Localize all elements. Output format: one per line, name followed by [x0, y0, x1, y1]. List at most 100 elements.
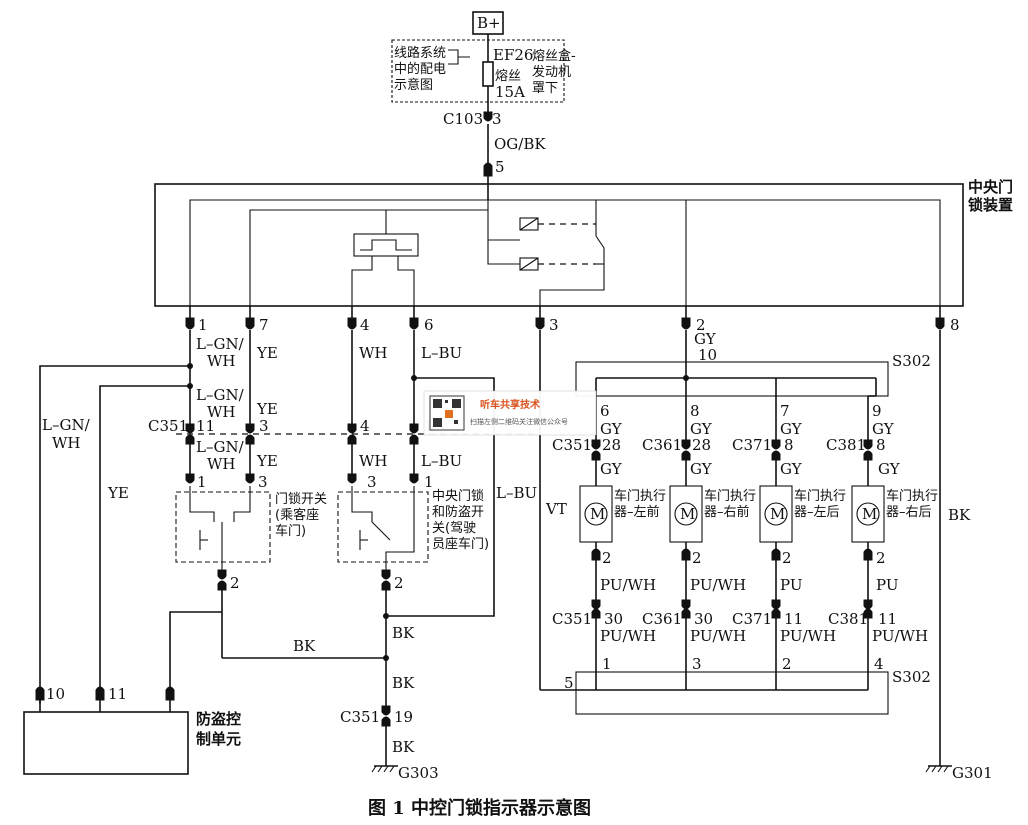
act-lf-conn2: C351 [552, 610, 592, 628]
act-lr-conn2-pin: 11 [784, 610, 803, 628]
act-rr-conn2-pin: 11 [878, 610, 897, 628]
act-rr-bus-pin: 4 [874, 655, 884, 673]
watermark-subtitle: 扫描左侧二维码关注微信公众号 [470, 417, 568, 426]
switch-pass-pin-2: 2 [230, 574, 240, 592]
act-rf-conn: C361 [642, 436, 682, 454]
act-lf-conn-pin: 28 [602, 436, 621, 454]
right-lbu: L–BU [496, 484, 537, 502]
act-lr-label-2: 器–左后 [794, 505, 840, 520]
switch-driver-pin-3: 3 [367, 473, 377, 491]
alarm-pin-11: 11 [108, 685, 127, 703]
act-rr-label-1: 车门执行 [886, 488, 938, 504]
act-lr-label-1: 车门执行 [794, 488, 846, 504]
switch-pass-label-2: (乘客座 [275, 507, 319, 523]
central-lock-module [154, 183, 964, 307]
act-rr-label-2: 器–右后 [886, 505, 932, 520]
ground-bus-wire: BK [293, 637, 316, 655]
fuse-text-2: 15A [495, 83, 525, 101]
watermark-title: 听车共享技术 [480, 398, 540, 411]
wire-low-p6: L–BU [421, 452, 462, 470]
act-lr-out-pin: 2 [782, 549, 792, 567]
fuse-ref-line-3: 示意图 [394, 77, 433, 93]
module-pin-7-label: 7 [259, 316, 269, 334]
actuator-right-rear: 9 GY C381 8 GY M 车门执行 器–右后 2 PU C381 11 … [826, 395, 938, 676]
act-lf-spl-pin: 6 [600, 402, 610, 420]
switch-driver-pin-2: 2 [394, 574, 404, 592]
act-lf-motor: M [590, 505, 605, 523]
act-rf-conn-pin: 28 [692, 436, 711, 454]
act-lr-motor: M [770, 505, 785, 523]
module-pin-4 [347, 317, 357, 330]
c103-label: C103 [443, 110, 483, 128]
module-pin-3 [535, 317, 545, 330]
c351-left-name: C351 [148, 417, 188, 435]
act-rr-conn2: C381 [828, 610, 868, 628]
module-name-2: 锁装置 [968, 196, 1013, 214]
left-branch-wire2: YE [107, 484, 129, 502]
ground-symbol-g303 [371, 765, 398, 773]
act-lf-out-pin: 2 [602, 549, 612, 567]
act-rr-conn-pin: 8 [876, 436, 886, 454]
act-lf-wire2: PU/WH [600, 627, 656, 645]
wire-mid-p1-b: WH [207, 403, 236, 421]
c351-left-pin-3: 3 [259, 417, 269, 435]
module-pin-8 [935, 317, 945, 330]
watermark: 听车共享技术 扫描左侧二维码关注微信公众号 [423, 390, 597, 436]
act-rr-wire: GY [872, 420, 895, 438]
module-name-1: 中央门 [968, 178, 1013, 196]
act-rf-out-wire: PU/WH [690, 576, 746, 594]
wire-top-p7: YE [256, 344, 278, 362]
act-lf-conn2-pin: 30 [604, 610, 623, 628]
main-feed-pin: 5 [495, 158, 505, 176]
act-lr-bus-pin: 2 [782, 655, 792, 673]
wire-top-p4: WH [359, 344, 388, 362]
act-rf-out-pin: 2 [692, 549, 702, 567]
act-lr-wire2: PU/WH [780, 627, 836, 645]
actuator-right-front: 8 GY C361 28 GY M 车门执行 器–右前 2 PU/WH C361… [642, 396, 756, 676]
act-rf-wire2: PU/WH [690, 627, 746, 645]
actuator-left-rear: 7 GY C371 8 GY M 车门执行 器–左后 2 PU C371 11 … [732, 396, 846, 676]
c351-bottom-name: C351 [340, 708, 380, 726]
wire-low-p1-b: WH [207, 455, 236, 473]
right-ground-wire: BK [948, 506, 971, 524]
left-branch-wire1-b: WH [52, 434, 81, 452]
splice-s302-bottom [575, 671, 889, 715]
switch-driver-label-1: 中央门锁 [432, 488, 484, 504]
c351-left-pin-11: 11 [196, 417, 215, 435]
act-lf-conn: C351 [552, 436, 592, 454]
alarm-pin-10: 10 [46, 685, 65, 703]
main-feed-wire: OG/BK [494, 135, 546, 153]
act-lr-wire-b: GY [780, 460, 803, 478]
module-pin-7 [245, 317, 255, 330]
act-rf-bus-pin: 3 [692, 655, 702, 673]
c103-pin: 3 [492, 110, 502, 128]
c351-bottom-wire: BK [392, 738, 415, 756]
module-pin-2-label: 2 [696, 316, 706, 334]
module-pin-4-label: 4 [360, 316, 370, 334]
act-rr-out-pin: 2 [876, 549, 886, 567]
fuse-ef26 [482, 61, 494, 87]
act-lf-out-wire: PU/WH [600, 576, 656, 594]
splice-s302-top [575, 361, 889, 397]
act-lr-conn-pin: 8 [784, 436, 794, 454]
driver-door-lock-switch [337, 491, 429, 563]
act-rr-out-wire: PU [876, 576, 898, 594]
c351-bottom-pin: 19 [394, 708, 413, 726]
act-rf-conn2: C361 [642, 610, 682, 628]
ground-g301: G301 [952, 764, 993, 782]
actuator-left-front: 6 GY C351 28 GY M 车门执行 器–左前 2 PU/WH C351… [552, 396, 666, 676]
alarm-unit-name-1: 防盗控 [196, 710, 241, 728]
act-rf-motor: M [680, 505, 695, 523]
module-indicator-box [353, 233, 419, 257]
fuse-location-1: 熔丝盒- [532, 48, 576, 64]
qr-code-icon [429, 395, 465, 431]
module-pin-2 [681, 317, 691, 330]
vt-label: VT [545, 500, 567, 518]
module-pin-1 [185, 317, 195, 330]
act-lf-wire: GY [600, 420, 623, 438]
act-rf-conn2-pin: 30 [694, 610, 713, 628]
wire-low-p1-a: L–GN/ [196, 438, 245, 456]
c351-left-pin-4: 4 [360, 417, 370, 435]
splice-bottom-name: S302 [892, 668, 931, 686]
act-rr-wire-b: GY [878, 460, 901, 478]
